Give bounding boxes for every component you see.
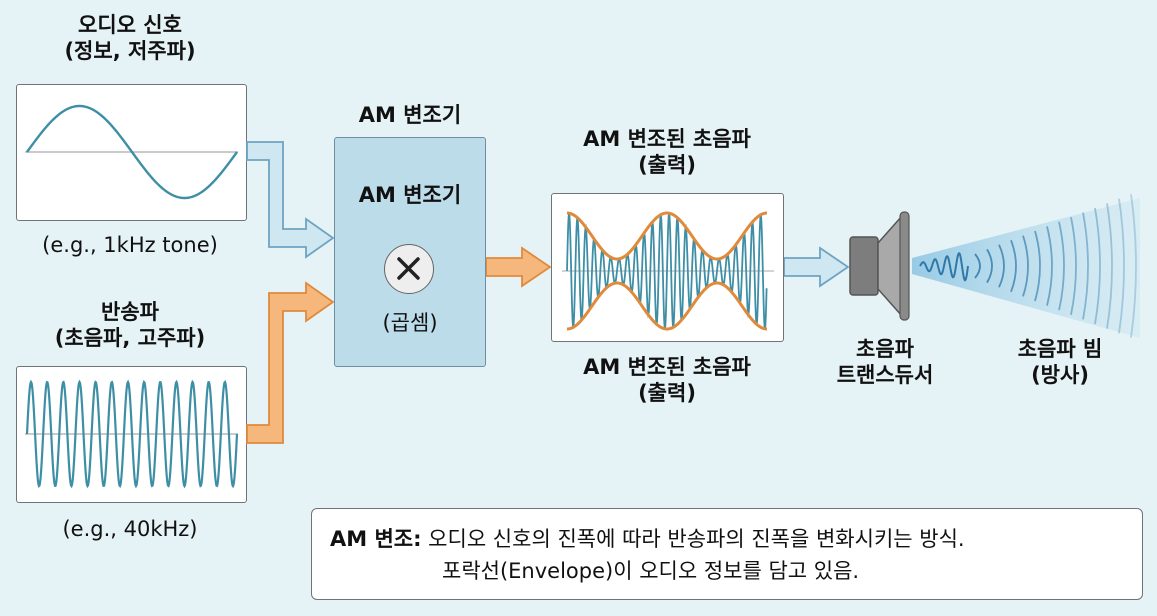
carrier-waveform	[25, 379, 239, 489]
output-to-transducer-arrow	[783, 246, 850, 288]
beam-wavefront-arc	[986, 248, 993, 284]
beam-wavefront-arc	[1130, 194, 1137, 338]
envelope-top	[566, 211, 768, 261]
modulator-outer-label: AM 변조기	[358, 103, 462, 127]
transducer-speaker-icon	[849, 211, 910, 321]
envelope-bottom	[566, 281, 768, 331]
am-modulated-waveform	[562, 211, 774, 331]
beam-wavefronts	[974, 194, 1137, 338]
beam-line1: 초음파 빔	[1017, 337, 1103, 361]
modulator-inner-label: AM 변조기	[358, 183, 462, 207]
carrier-title-line1: 반송파	[101, 300, 159, 324]
transducer-line2: 트랜스듀서	[836, 363, 934, 388]
note-line1: AM 변조: 오디오 신호의 진폭에 따라 반송파의 진폭을 변화시키는 방식.	[312, 523, 1142, 555]
beam-label: 초음파 빔 (방사)	[990, 336, 1130, 389]
output-bottom-line2: (출력)	[638, 381, 696, 406]
output-top-line1: AM 변조된 초음파	[583, 127, 751, 151]
audio-title-line1: 오디오 신호	[78, 13, 182, 37]
carrier-title: 반송파 (초음파, 고주파)	[20, 299, 240, 352]
audio-sine-wave	[26, 104, 238, 200]
beam-wavefront-arc	[1070, 217, 1077, 315]
audio-waveform	[25, 104, 238, 200]
beam-wavefront-arc	[974, 253, 981, 279]
modulator-to-output-arrow	[485, 246, 552, 288]
multiply-caption: (곱셈)	[382, 311, 438, 335]
beam-wave-icon	[919, 251, 969, 282]
multiply-icon	[384, 244, 434, 294]
beam-wavefront-arc	[1022, 235, 1029, 297]
am-definition-note: AM 변조: 오디오 신호의 진폭에 따라 반송파의 진폭을 변화시키는 방식.…	[311, 508, 1143, 600]
beam-wavefront-arc	[1118, 198, 1125, 334]
beam-wavefront-arc	[1046, 226, 1053, 306]
carrier-to-modulator-arrow	[246, 281, 335, 444]
carrier-signal-panel	[16, 366, 247, 503]
transducer-line1: 초음파	[856, 337, 914, 361]
carrier-caption: (e.g., 40kHz)	[62, 517, 198, 541]
transducer-label: 초음파 트랜스듀서	[810, 336, 960, 389]
audio-to-modulator-arrow	[246, 141, 335, 259]
beam-wavefront-arc	[1082, 212, 1089, 320]
beam-wavefront-arc	[1010, 239, 1017, 293]
am-output-panel	[551, 193, 784, 342]
beam-line2: (방사)	[1031, 363, 1089, 388]
am-carrier-wave	[566, 213, 768, 329]
audio-caption: (e.g., 1kHz tone)	[42, 233, 218, 257]
note-line2: 포락선(Envelope)이 오디오 정보를 담고 있음.	[442, 559, 860, 583]
carrier-sine-wave	[25, 379, 239, 489]
beam-wavefront-arc	[1094, 207, 1101, 325]
audio-signal-panel	[16, 84, 247, 221]
beam-wavefront-arc	[1034, 230, 1041, 302]
output-top-label: AM 변조된 초음파 (출력)	[550, 126, 784, 179]
output-bottom-label: AM 변조된 초음파 (출력)	[550, 354, 784, 407]
beam-wavefront-arc	[998, 244, 1005, 288]
audio-signal-title: 오디오 신호 (정보, 저주파)	[20, 12, 240, 65]
carrier-title-line2: (초음파, 고주파)	[54, 326, 206, 351]
beam-wavefront-arc	[1058, 221, 1065, 311]
ultrasonic-beam-cone	[912, 198, 1140, 338]
output-bottom-line1: AM 변조된 초음파	[583, 355, 751, 379]
note-bold-term: AM 변조:	[330, 527, 422, 551]
audio-title-line2: (정보, 저주파)	[64, 39, 196, 64]
note-line1-text: 오디오 신호의 진폭에 따라 반송파의 진폭을 변화시키는 방식.	[421, 527, 965, 551]
am-modulator-block: AM 변조기 (곱셈)	[334, 137, 486, 367]
output-top-line2: (출력)	[638, 153, 696, 178]
beam-wavefront-arc	[1106, 203, 1113, 329]
